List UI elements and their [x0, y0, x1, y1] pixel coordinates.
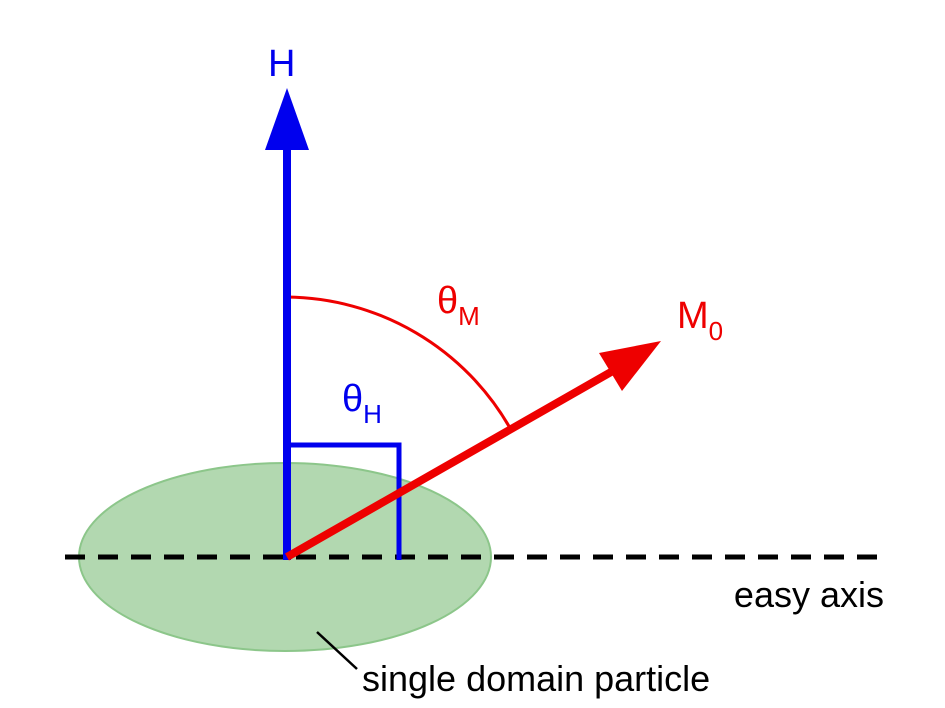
magnetization-label: M0 — [677, 295, 723, 346]
easy-axis-label: easy axis — [734, 574, 884, 615]
theta-h-symbol: θ — [342, 378, 363, 420]
theta-h-label: θH — [342, 378, 382, 429]
field-label: H — [268, 43, 295, 85]
theta-h-bracket — [287, 442, 402, 560]
theta-m-subscript: M — [458, 301, 480, 331]
theta-m-arc — [286, 295, 512, 429]
field-vector-arrowhead — [265, 88, 309, 150]
magnetization-vector-arrowhead — [599, 341, 661, 391]
particle-leader-line — [316, 631, 358, 670]
theta-m-label: θM — [437, 280, 480, 331]
magnetization-subscript: 0 — [709, 316, 723, 346]
theta-m-symbol: θ — [437, 280, 458, 322]
magnetization-symbol: M — [677, 295, 709, 337]
magnetization-vector-shaft — [285, 368, 613, 561]
theta-h-subscript: H — [363, 399, 382, 429]
particle-label: single domain particle — [362, 658, 710, 699]
